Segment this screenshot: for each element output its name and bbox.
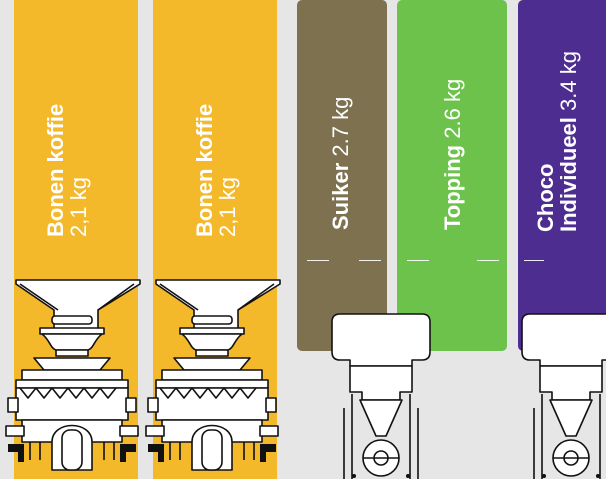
canister-name: Suiker xyxy=(328,162,353,230)
canister-name-line2: Individueel xyxy=(556,117,582,232)
level-marker xyxy=(359,260,381,261)
canister-label: Choco Individueel 3.4 kg xyxy=(533,51,582,232)
canister-topping[interactable]: Topping 2.6 kg xyxy=(397,0,507,351)
canister-label: Topping 2.6 kg xyxy=(440,78,465,230)
canister-label: Suiker 2.7 kg xyxy=(328,96,353,230)
canister-name: Topping xyxy=(440,144,465,230)
level-marker xyxy=(307,260,329,261)
canister-label: Bonen koffie 2,1 kg xyxy=(192,103,241,237)
canister-quantity: 2.7 kg xyxy=(328,96,353,157)
coffee-grinder-icon xyxy=(145,279,281,471)
canister-quantity: 2,1 kg xyxy=(215,177,241,237)
canister-name: Bonen koffie xyxy=(43,103,68,237)
coffee-grinder-icon xyxy=(5,279,141,471)
canister-name-line1: Choco xyxy=(533,163,558,232)
level-marker xyxy=(477,260,499,261)
canister-choco-individueel[interactable]: Choco Individueel 3.4 kg xyxy=(518,0,606,351)
powder-dispenser-icon xyxy=(521,313,606,479)
canister-name: Bonen koffie xyxy=(192,103,217,237)
canister-label: Bonen koffie 2,1 kg xyxy=(43,103,92,237)
canister-quantity: 3.4 kg xyxy=(556,51,582,111)
powder-dispenser-icon xyxy=(331,313,431,479)
level-marker xyxy=(407,260,429,261)
canister-quantity: 2.6 kg xyxy=(440,78,465,139)
canister-suiker[interactable]: Suiker 2.7 kg xyxy=(297,0,387,351)
level-marker xyxy=(524,260,544,261)
canister-quantity: 2,1 kg xyxy=(66,177,92,237)
